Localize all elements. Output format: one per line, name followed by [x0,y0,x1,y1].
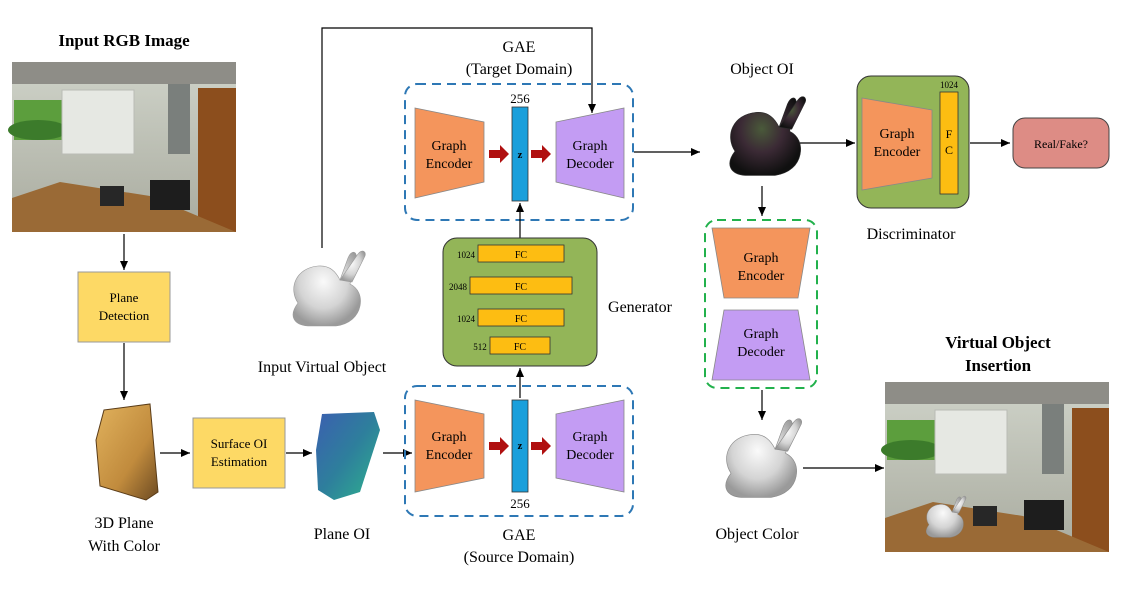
target-encoder-label: Graph [432,139,467,154]
real-fake-label: Real/Fake? [1034,137,1088,151]
gae-target-label: GAE [503,39,536,56]
bunny-icon [292,250,366,327]
source-red-arrow-2 [531,437,551,455]
source-decoder-label-2: Decoder [566,448,614,463]
disc-fc-f: F [946,127,953,141]
plane-detection-label-2: Detection [99,308,150,323]
object-oi-bunny-icon [729,96,807,176]
disc-encoder-label-2: Encoder [874,145,921,160]
color-encoder-label-2: Encoder [738,269,785,284]
input-virtual-object-label: Input Virtual Object [258,359,387,376]
generator-label: Generator [608,299,673,316]
target-dim-256: 256 [510,91,530,106]
surface-oi-box [192,417,286,489]
arrow-bunny-to-target-decoder [321,27,596,248]
discriminator-label: Discriminator [867,226,957,243]
disc-fc-bar [939,91,959,195]
color-decoder-label: Graph [744,327,779,342]
gen-fc-2-dim: 2048 [449,282,468,292]
plane-3d-label-2: With Color [88,538,160,555]
gen-fc-2-label: FC [515,282,528,293]
source-latent-z [511,399,529,493]
insertion-photo-icon [881,382,1109,552]
target-graph-encoder [414,107,485,199]
gen-fc-3 [477,308,565,327]
gen-fc-1-dim: 1024 [457,250,476,260]
source-graph-decoder [555,399,625,493]
plane-patch-icon [95,403,159,501]
gae-source-label: GAE [503,527,536,544]
source-red-arrow-1 [489,437,509,455]
gen-fc-2 [469,276,573,295]
virtual-insertion-title-2: Insertion [965,356,1032,375]
color-encoder-label: Graph [744,251,779,266]
target-graph-decoder [555,107,625,199]
generator-box [442,237,598,367]
plane-detection-box [77,271,171,343]
source-encoder-label: Graph [432,430,467,445]
source-dim-256: 256 [510,496,530,511]
input-rgb-image-title: Input RGB Image [58,31,190,50]
gen-fc-3-label: FC [515,314,528,325]
plane-3d-label: 3D Plane [94,515,153,532]
target-decoder-label: Graph [573,139,608,154]
object-oi-label: Object OI [730,61,794,78]
source-z-label: z [518,440,523,452]
object-color-label: Object Color [715,526,799,543]
source-decoder-label: Graph [573,430,608,445]
gae-source-label-2: (Source Domain) [464,549,575,566]
gen-fc-1-label: FC [515,250,528,261]
target-decoder-label-2: Decoder [566,157,614,172]
color-decoder-label-2: Decoder [737,345,785,360]
gen-fc-3-dim: 1024 [457,314,476,324]
surface-oi-label: Surface OI [211,436,268,451]
source-encoder-label-2: Encoder [426,448,473,463]
gae-source-box [404,385,634,517]
room-photo-icon [8,62,236,232]
target-z-label: z [518,149,523,161]
target-red-arrow-2 [531,145,551,163]
target-encoder-label-2: Encoder [426,157,473,172]
color-graph-encoder [711,227,811,299]
disc-fc-c: C [945,143,953,157]
gae-target-label-2: (Target Domain) [466,61,573,78]
real-fake-box [1012,117,1110,169]
source-graph-encoder [414,399,485,493]
gae-target-box [404,83,634,221]
plane-detection-label: Plane [110,290,139,305]
disc-fc-dim: 1024 [940,80,959,90]
color-graph-decoder [711,309,811,381]
gen-fc-4-dim: 512 [473,342,487,352]
disc-graph-encoder [861,97,933,191]
gen-fc-1 [477,244,565,263]
plane-oi-label: Plane OI [314,526,370,543]
plane-oi-icon [316,412,380,500]
gen-fc-4-label: FC [514,342,527,353]
target-latent-z [511,106,529,202]
gen-fc-4 [489,336,551,355]
surface-oi-label-2: Estimation [211,454,268,469]
virtual-insertion-title: Virtual Object [945,333,1051,352]
target-red-arrow-1 [489,145,509,163]
disc-encoder-label: Graph [880,127,915,142]
object-color-bunny-icon [725,418,803,498]
